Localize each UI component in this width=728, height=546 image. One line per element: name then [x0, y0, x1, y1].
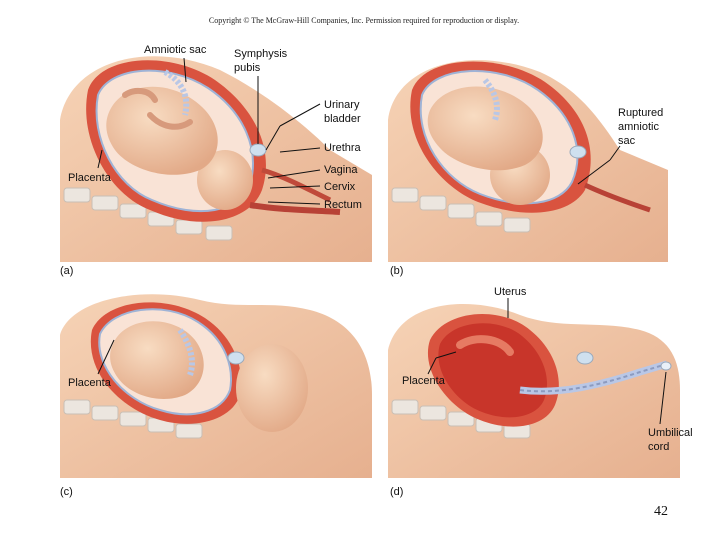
label-placenta-c: Placenta: [68, 377, 111, 389]
label-ruptured-line3: sac: [618, 135, 636, 147]
panel-a-figure: [60, 56, 372, 262]
label-umbilical-cord: Umbilical cord: [648, 426, 693, 454]
copyright-notice: Copyright © The McGraw-Hill Companies, I…: [208, 16, 520, 25]
panel-c-spine: [63, 399, 203, 439]
panel-c-figure: [60, 294, 372, 478]
label-placenta-d: Placenta: [402, 375, 445, 387]
label-urinary-line2: bladder: [324, 113, 361, 125]
panel-label-c: (c): [60, 486, 73, 498]
panel-b-spine: [391, 187, 531, 233]
leader-lines: [97, 57, 667, 425]
panel-d-figure: [388, 304, 680, 478]
label-cervix: Cervix: [324, 181, 356, 193]
label-placenta-a: Placenta: [68, 172, 111, 184]
label-uterus: Uterus: [494, 286, 527, 298]
label-umbilical-line1: Umbilical: [648, 427, 693, 439]
label-symphysis-line1: Symphysis: [234, 48, 288, 60]
panel-d-spine: [391, 399, 531, 439]
label-ruptured-line1: Ruptured: [618, 107, 664, 119]
label-ruptured-line2: amniotic: [618, 121, 659, 133]
label-amniotic-sac: Amniotic sac: [144, 44, 207, 56]
label-umbilical-line2: cord: [648, 441, 670, 453]
label-vagina: Vagina: [324, 164, 358, 176]
label-urethra: Urethra: [324, 142, 361, 154]
panel-label-b: (b): [390, 265, 404, 277]
panel-label-a: (a): [60, 265, 74, 277]
label-symphysis-pubis: Symphysis pubis: [234, 47, 287, 75]
panel-b-figure: [388, 60, 668, 262]
label-symphysis-line2: pubis: [234, 62, 261, 74]
label-urinary-line1: Urinary: [324, 99, 360, 111]
panel-label-d: (d): [390, 486, 404, 498]
label-ruptured-amniotic-sac: Ruptured amniotic sac: [618, 106, 663, 148]
label-urinary-bladder: Urinary bladder: [324, 98, 361, 126]
label-rectum: Rectum: [324, 199, 362, 211]
page-number: 42: [654, 504, 668, 519]
